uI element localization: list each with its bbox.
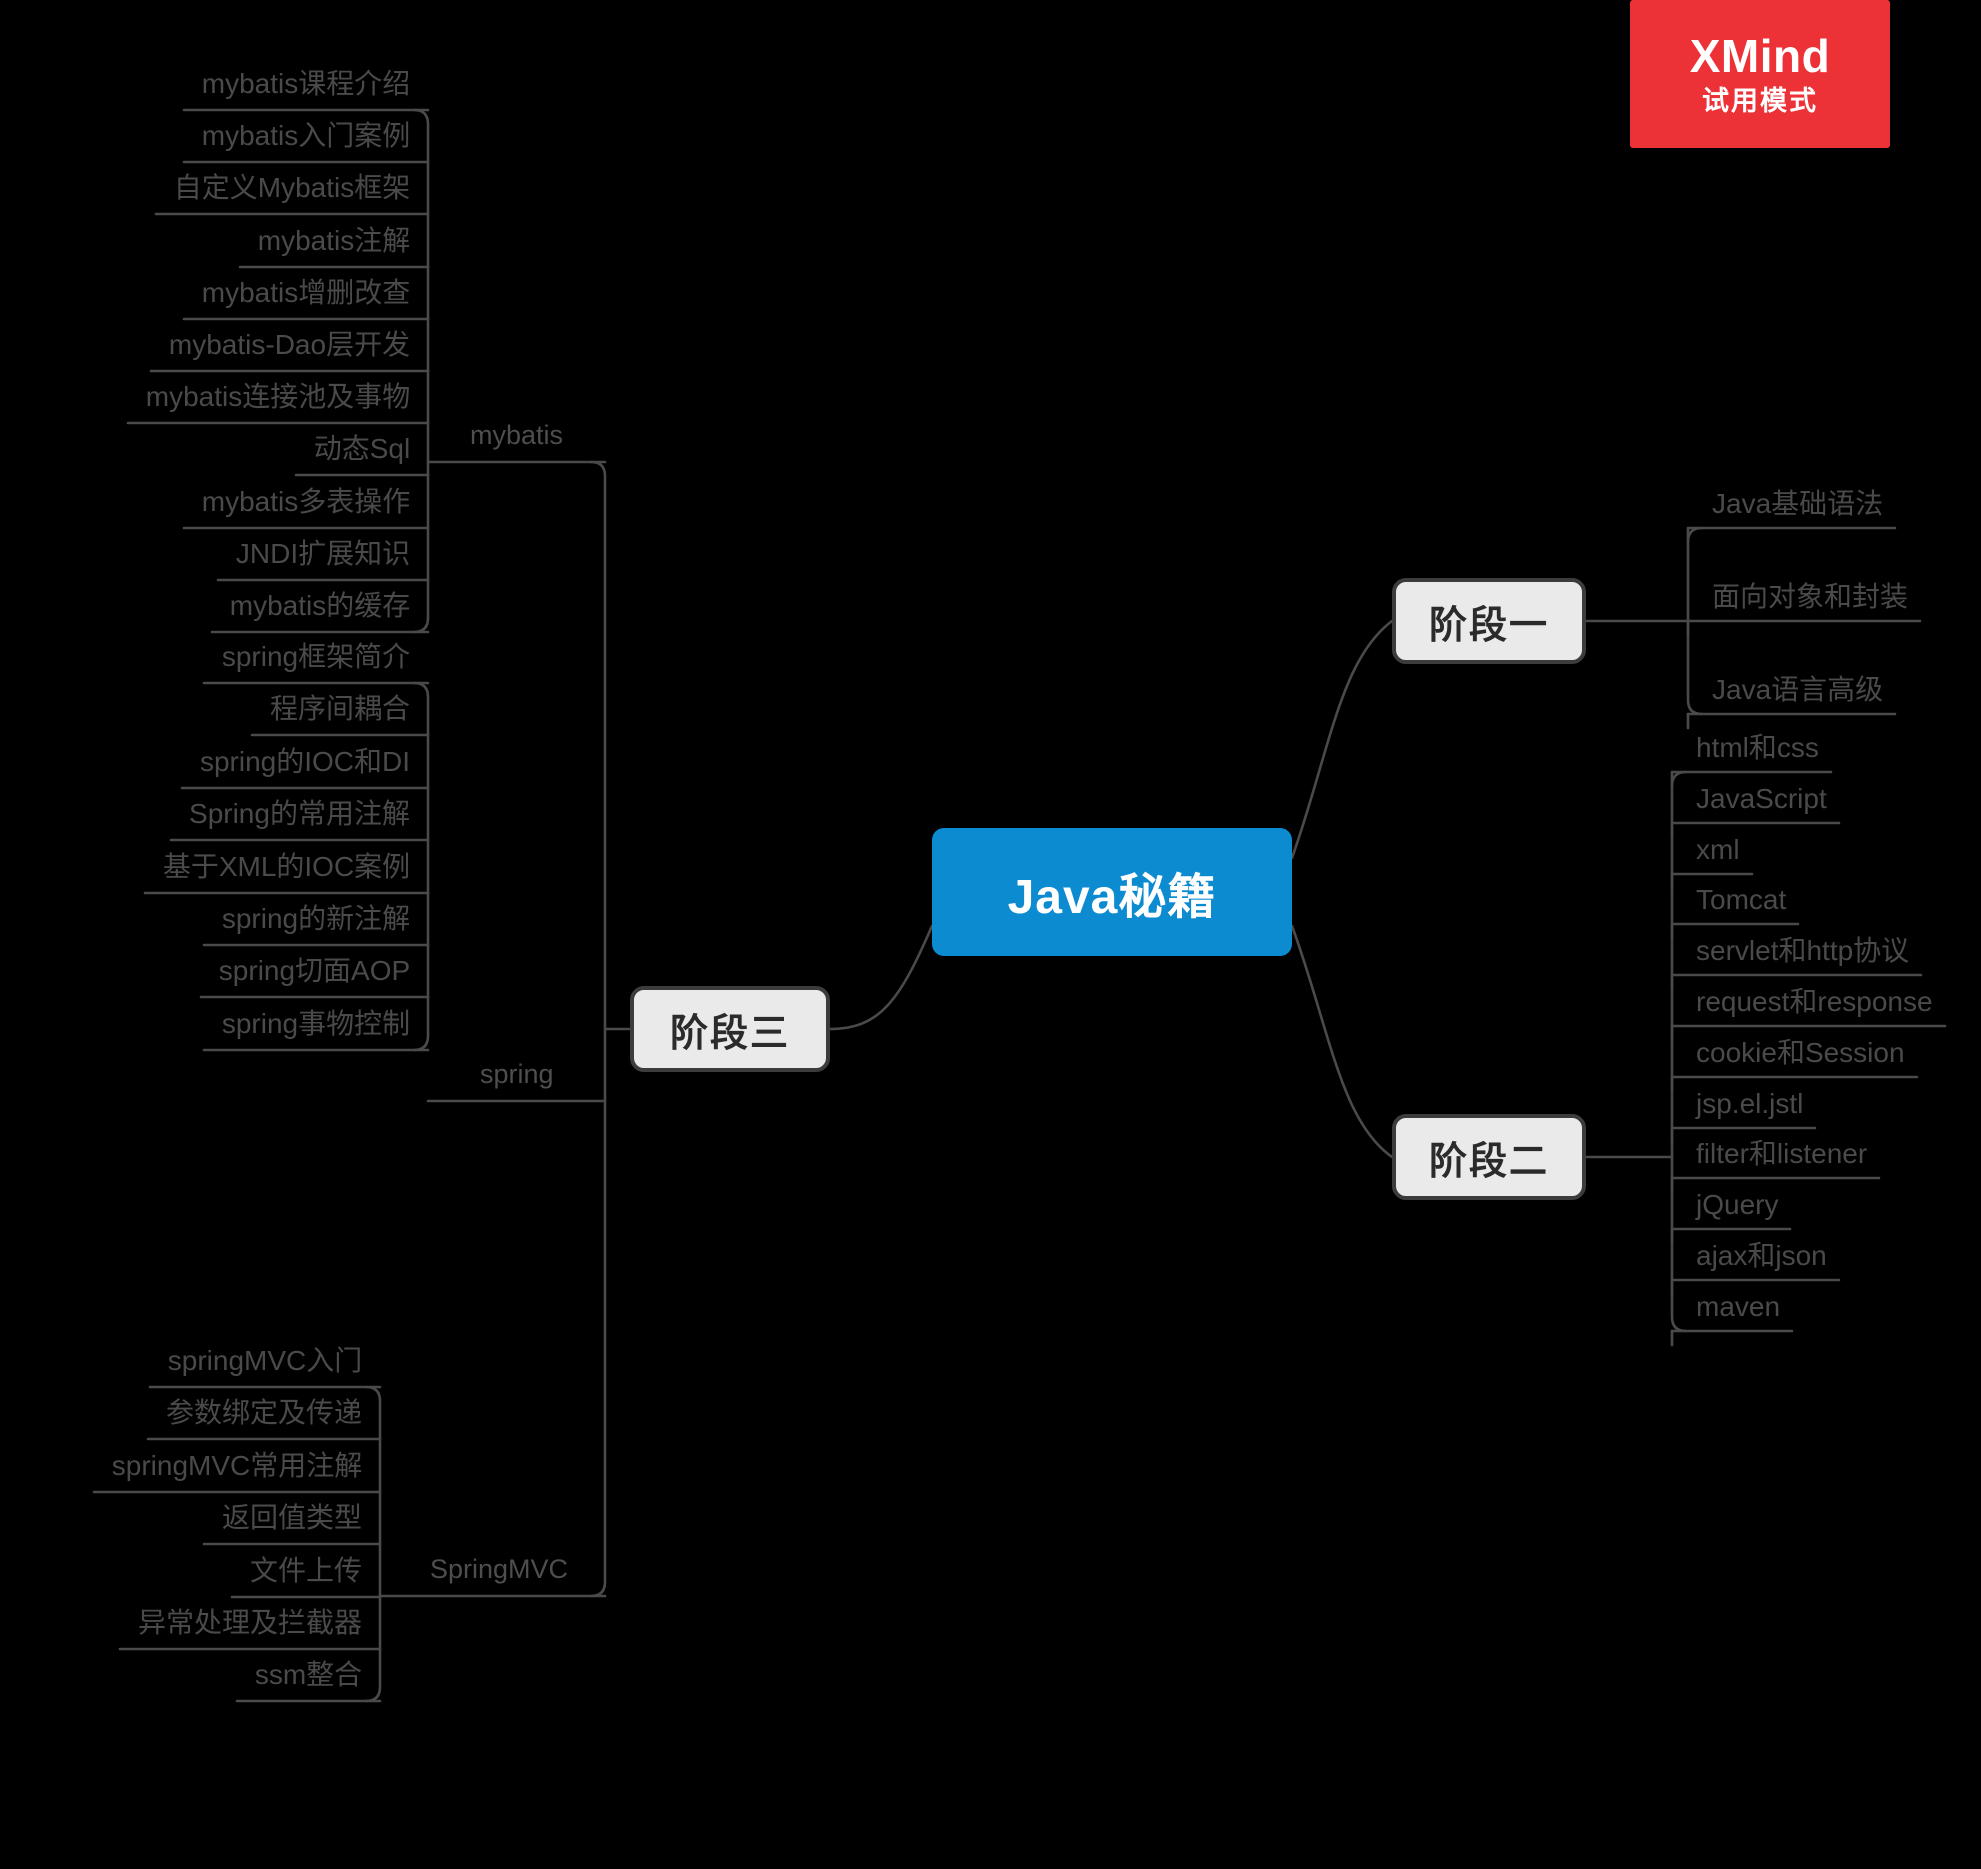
leaf-spring-7[interactable]: spring事物控制 <box>221 1008 411 1039</box>
leaf-springmvc-6[interactable]: ssm整合 <box>254 1659 363 1690</box>
leaf-mybatis-7[interactable]: 动态Sql <box>313 433 411 464</box>
xmind-brand-text: XMind <box>1689 29 1831 82</box>
leaf-mybatis-8[interactable]: mybatis多表操作 <box>201 486 411 517</box>
leaf-stage2-3[interactable]: Tomcat <box>1696 884 1787 915</box>
stage-node-2[interactable]: 阶段二 <box>1392 1114 1586 1200</box>
leaf-mybatis-1[interactable]: mybatis入门案例 <box>201 120 411 151</box>
leaf-stage2-7[interactable]: jsp.el.jstl <box>1696 1088 1804 1119</box>
leaf-spring-2[interactable]: spring的IOC和DI <box>199 746 411 777</box>
leaf-springmvc-1[interactable]: 参数绑定及传递 <box>165 1397 362 1428</box>
leaf-stage2-10[interactable]: ajax和json <box>1696 1240 1827 1271</box>
leaf-mybatis-4[interactable]: mybatis增删改查 <box>201 277 411 308</box>
leaf-stage2-9[interactable]: jQuery <box>1696 1189 1779 1220</box>
branch-label-springmvc[interactable]: SpringMVC <box>430 1554 569 1584</box>
leaf-mybatis-5[interactable]: mybatis-Dao层开发 <box>168 329 411 360</box>
leaf-spring-6[interactable]: spring切面AOP <box>218 955 411 986</box>
leaf-springmvc-0[interactable]: springMVC入门 <box>167 1345 363 1376</box>
leaf-mybatis-9[interactable]: JNDI扩展知识 <box>235 538 411 569</box>
leaf-stage2-0[interactable]: html和css <box>1696 732 1819 763</box>
leaf-stage2-1[interactable]: JavaScript <box>1696 783 1827 814</box>
leaf-stage2-11[interactable]: maven <box>1696 1291 1781 1322</box>
leaf-mybatis-10[interactable]: mybatis的缓存 <box>229 590 411 621</box>
leaf-spring-1[interactable]: 程序间耦合 <box>269 693 410 724</box>
leaf-stage2-6[interactable]: cookie和Session <box>1696 1037 1905 1068</box>
leaf-springmvc-2[interactable]: springMVC常用注解 <box>111 1450 363 1481</box>
leaf-springmvc-3[interactable]: 返回值类型 <box>221 1502 362 1533</box>
branch-label-spring[interactable]: spring <box>480 1059 554 1089</box>
leaf-mybatis-2[interactable]: 自定义Mybatis框架 <box>173 172 411 203</box>
leaf-mybatis-0[interactable]: mybatis课程介绍 <box>201 68 411 99</box>
leaf-mybatis-6[interactable]: mybatis连接池及事物 <box>145 381 411 412</box>
leaf-spring-0[interactable]: spring框架简介 <box>221 641 411 672</box>
leaf-stage2-5[interactable]: request和response <box>1696 986 1933 1017</box>
leaf-stage2-4[interactable]: servlet和http协议 <box>1696 935 1910 966</box>
leaf-stage2-8[interactable]: filter和listener <box>1696 1138 1868 1169</box>
stage-node-3[interactable]: 阶段三 <box>630 986 830 1072</box>
branch-label-mybatis[interactable]: mybatis <box>470 420 564 450</box>
xmind-watermark-badge: XMind 试用模式 <box>1630 0 1890 148</box>
leaf-stage2-2[interactable]: xml <box>1696 834 1740 865</box>
stage-node-1[interactable]: 阶段一 <box>1392 578 1586 664</box>
xmind-trial-mode-text: 试用模式 <box>1702 86 1818 117</box>
leaf-stage1-0[interactable]: Java基础语法 <box>1712 488 1884 519</box>
leaf-stage1-2[interactable]: Java语言高级 <box>1712 674 1884 705</box>
leaf-spring-3[interactable]: Spring的常用注解 <box>189 798 410 829</box>
leaf-mybatis-3[interactable]: mybatis注解 <box>257 225 411 256</box>
leaf-stage1-1[interactable]: 面向对象和封装 <box>1712 581 1909 612</box>
leaf-spring-5[interactable]: spring的新注解 <box>221 903 411 934</box>
leaf-springmvc-4[interactable]: 文件上传 <box>249 1555 362 1586</box>
leaf-spring-4[interactable]: 基于XML的IOC案例 <box>162 851 411 882</box>
leaf-springmvc-5[interactable]: 异常处理及拦截器 <box>137 1607 362 1638</box>
root-node[interactable]: Java秘籍 <box>932 828 1292 956</box>
